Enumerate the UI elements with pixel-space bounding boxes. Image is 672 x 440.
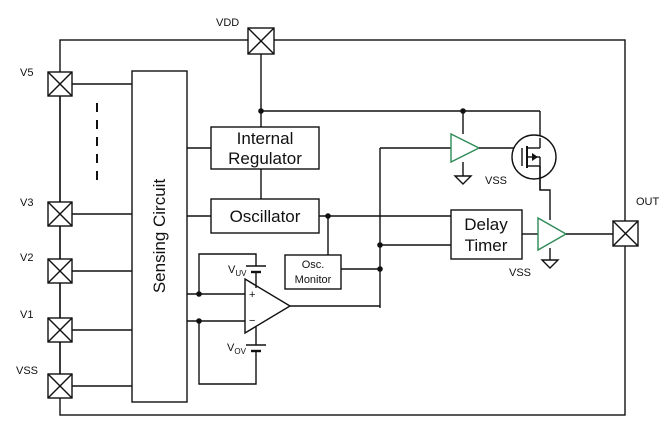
internal-regulator-block bbox=[210, 126, 320, 170]
oscillator-block bbox=[210, 198, 320, 234]
pin-out bbox=[612, 220, 639, 247]
pin-v1-label: V1 bbox=[20, 309, 33, 321]
sensing-circuit-label: Sensing Circuit bbox=[150, 179, 169, 294]
output-buffer bbox=[537, 216, 568, 252]
output-ground-icon bbox=[540, 259, 560, 269]
regulator-label-line1: Internal bbox=[237, 129, 294, 148]
mosfet-icon bbox=[511, 134, 557, 190]
osc-monitor-block bbox=[284, 254, 342, 290]
sensing-circuit-block bbox=[131, 70, 188, 403]
comparator-plus: + bbox=[249, 289, 255, 301]
pin-vss-label: VSS bbox=[16, 365, 38, 377]
pin-out-label: OUT bbox=[636, 196, 660, 208]
regulator-label-line2: Regulator bbox=[228, 149, 302, 168]
vov-label: VOV bbox=[227, 342, 247, 356]
buffer-vss-label: VSS bbox=[485, 175, 507, 187]
pin-vss bbox=[47, 373, 73, 399]
output-vss-label: VSS bbox=[509, 267, 531, 279]
mosfet-to-output-buffer bbox=[539, 166, 551, 220]
delay-label-line1: Delay bbox=[464, 215, 508, 234]
oscillator-label: Oscillator bbox=[230, 207, 301, 226]
pin-vdd bbox=[247, 27, 275, 55]
pin-v2 bbox=[47, 258, 73, 284]
delay-label-line2: Timer bbox=[465, 236, 508, 255]
pin-v3 bbox=[47, 201, 73, 227]
vuv-label: VUV bbox=[228, 264, 247, 278]
vuv-loop bbox=[198, 253, 257, 294]
pin-v5-label: V5 bbox=[20, 67, 33, 79]
osc-monitor-label-line1: Osc. bbox=[302, 259, 325, 271]
osc-monitor-label-line2: Monitor bbox=[295, 274, 332, 286]
pin-v1 bbox=[47, 317, 73, 343]
buffer-ground-icon bbox=[453, 175, 473, 185]
pin-v3-label: V3 bbox=[20, 197, 33, 209]
delay-timer-block bbox=[450, 209, 523, 260]
vov-loop bbox=[198, 321, 257, 385]
gate-buffer bbox=[450, 132, 481, 164]
pin-v5 bbox=[47, 71, 73, 97]
pin-vdd-label: VDD bbox=[216, 17, 239, 29]
pin-v2-label: V2 bbox=[20, 252, 33, 264]
comparator bbox=[244, 277, 292, 335]
comparator-minus: − bbox=[249, 315, 255, 327]
